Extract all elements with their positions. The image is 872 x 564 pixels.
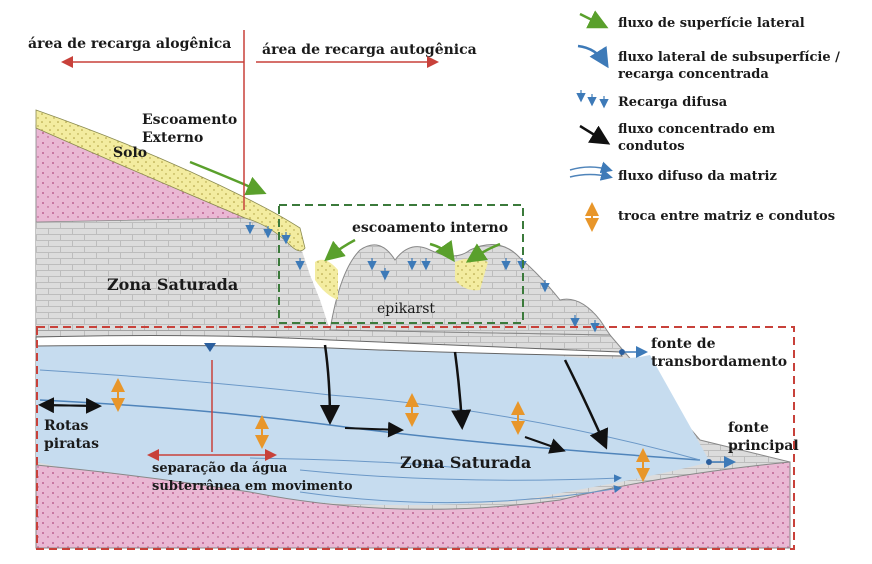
legend-text: fluxo difuso da matriz: [618, 169, 777, 184]
legend-item-diffuse-recharge: Recarga difusa: [576, 90, 728, 110]
rotas-piratas-label-1: Rotas: [44, 418, 89, 434]
saturated-zone-box: [36, 326, 795, 550]
legend-text: troca entre matriz e condutos: [618, 209, 835, 224]
fonte-principal-label-2: principal: [728, 438, 799, 454]
epikarst-label: epikarst: [377, 301, 435, 317]
escoamento-interno-label: escoamento interno: [352, 220, 508, 236]
legend-text: recarga concentrada: [618, 67, 769, 82]
escoamento-externo-label-1: Escoamento: [142, 112, 237, 128]
separacao-label-1: separação da água: [152, 461, 288, 476]
legend-item-exchange: troca entre matriz e condutos: [585, 202, 835, 232]
legend-item-surface-flow: fluxo de superfície lateral: [579, 10, 805, 31]
blue-double-line-arrow-icon: [569, 161, 613, 181]
legend-text: fluxo lateral de subsuperfície /: [618, 50, 840, 65]
solo-label: Solo: [113, 145, 147, 161]
diagram-labels: Solo Escoamento Externo escoamento inter…: [44, 112, 799, 494]
legend: fluxo de superfície lateral fluxo latera…: [569, 10, 840, 232]
epikarst-box: [278, 204, 524, 324]
legend-item-conduit-flow: fluxo concentrado em condutos: [579, 122, 775, 154]
rotas-piratas-label-2: piratas: [44, 436, 99, 452]
small-blue-arrows-icon: [576, 90, 609, 109]
water-zone: [36, 341, 710, 462]
legend-item-subsurface-flow: fluxo lateral de subsuperfície / recarga…: [577, 44, 840, 82]
fonte-principal-label-1: fonte: [728, 420, 769, 436]
autogenic-label: área de recarga autogênica: [262, 42, 477, 58]
conduit-band: [35, 335, 623, 357]
fonte-transbordamento-label-2: transbordamento: [651, 354, 787, 370]
allogenic-label: área de recarga alogênica: [28, 36, 231, 52]
zona-saturada-lower-label: Zona Saturada: [400, 453, 531, 472]
cross-section: [35, 109, 795, 550]
fonte-transbordamento-label-1: fonte de: [651, 336, 716, 352]
blue-curved-arrow-icon: [577, 44, 609, 69]
legend-item-matrix-flow: fluxo difuso da matriz: [569, 161, 777, 184]
epikarst-hills: [36, 215, 330, 330]
escoamento-externo-label-2: Externo: [142, 130, 203, 146]
soil-layer: [35, 109, 306, 252]
legend-text: fluxo concentrado em: [618, 122, 775, 137]
zona-saturada-upper-label: Zona Saturada: [107, 275, 238, 294]
black-arrow-icon: [579, 124, 611, 145]
separacao-label-2: subterrânea em movimento: [152, 479, 353, 494]
recharge-area-header: área de recarga alogênica área de recarg…: [28, 30, 477, 210]
legend-text: condutos: [618, 139, 685, 154]
pink-basement: [35, 461, 791, 549]
legend-text: fluxo de superfície lateral: [618, 16, 805, 31]
green-arrow-icon: [579, 10, 609, 29]
legend-text: Recarga difusa: [618, 95, 728, 110]
